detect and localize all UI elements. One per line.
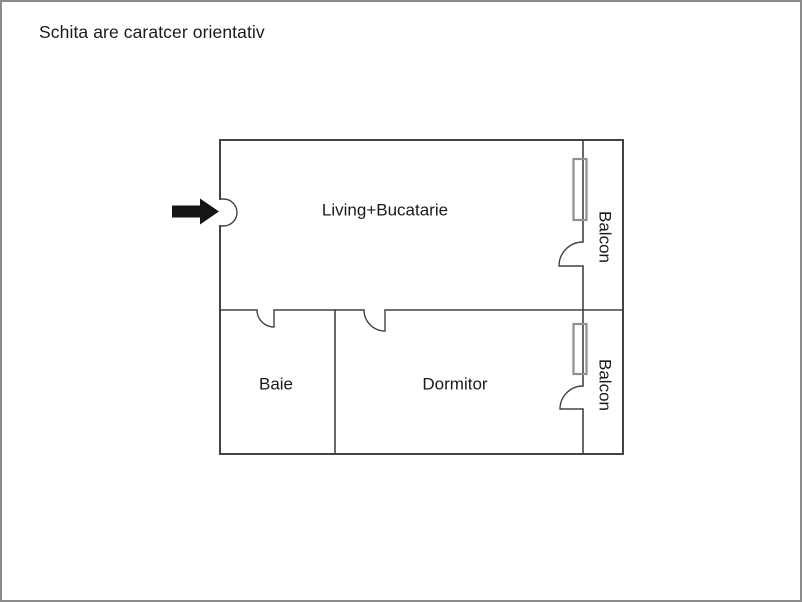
baie-door-arc-icon: [256, 309, 275, 328]
entrance-arrow-icon: [172, 198, 219, 225]
page-title: Schita are caratcer orientativ: [39, 22, 265, 42]
balcony-top-door-arc-icon: [558, 241, 584, 267]
room-label-living: Living+Bucatarie: [322, 201, 448, 220]
room-label-dormitor: Dormitor: [422, 375, 488, 394]
window-symbol-top-icon: [572, 157, 588, 222]
room-label-baie: Baie: [259, 375, 293, 394]
dormitor-door-arc-icon: [363, 309, 386, 332]
entrance-door-arc-icon: [220, 198, 238, 227]
balcony-bottom-door-arc-icon: [559, 385, 584, 410]
outer-walls: [219, 139, 624, 455]
room-label-balcon-bottom: Balcon: [596, 359, 615, 411]
room-label-balcon-top: Balcon: [596, 211, 615, 263]
window-symbol-bottom-icon: [572, 322, 588, 376]
